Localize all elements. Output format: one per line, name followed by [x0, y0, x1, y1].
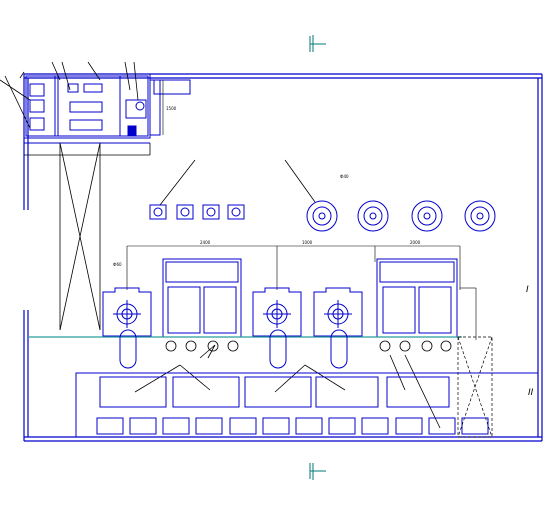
conveyor-shafts [119, 329, 348, 369]
office-room [23, 73, 191, 144]
processing-machines [102, 287, 363, 337]
tag-label-1: Ф60 [113, 262, 122, 267]
dimension-lines [126, 80, 477, 340]
cabinets [162, 258, 458, 338]
corridor-lines [0, 61, 151, 331]
dimension-label-1: 2400 [200, 240, 211, 245]
section-label-i: I [526, 285, 529, 295]
leader-lines [134, 159, 441, 429]
storage-block [75, 372, 539, 438]
round-tanks [306, 200, 496, 232]
tag-label-2: Ф40 [340, 174, 349, 179]
exit-area [457, 336, 493, 438]
top-dimension-label: 1500 [166, 106, 177, 111]
section-marker-bottom [309, 463, 326, 480]
dimension-label-2: 1000 [302, 240, 313, 245]
spindle-units [149, 204, 245, 220]
dimension-label-3: 2000 [410, 240, 421, 245]
small-rollers [165, 340, 452, 352]
section-marker-top [309, 35, 326, 52]
section-label-ii: II [528, 388, 534, 398]
